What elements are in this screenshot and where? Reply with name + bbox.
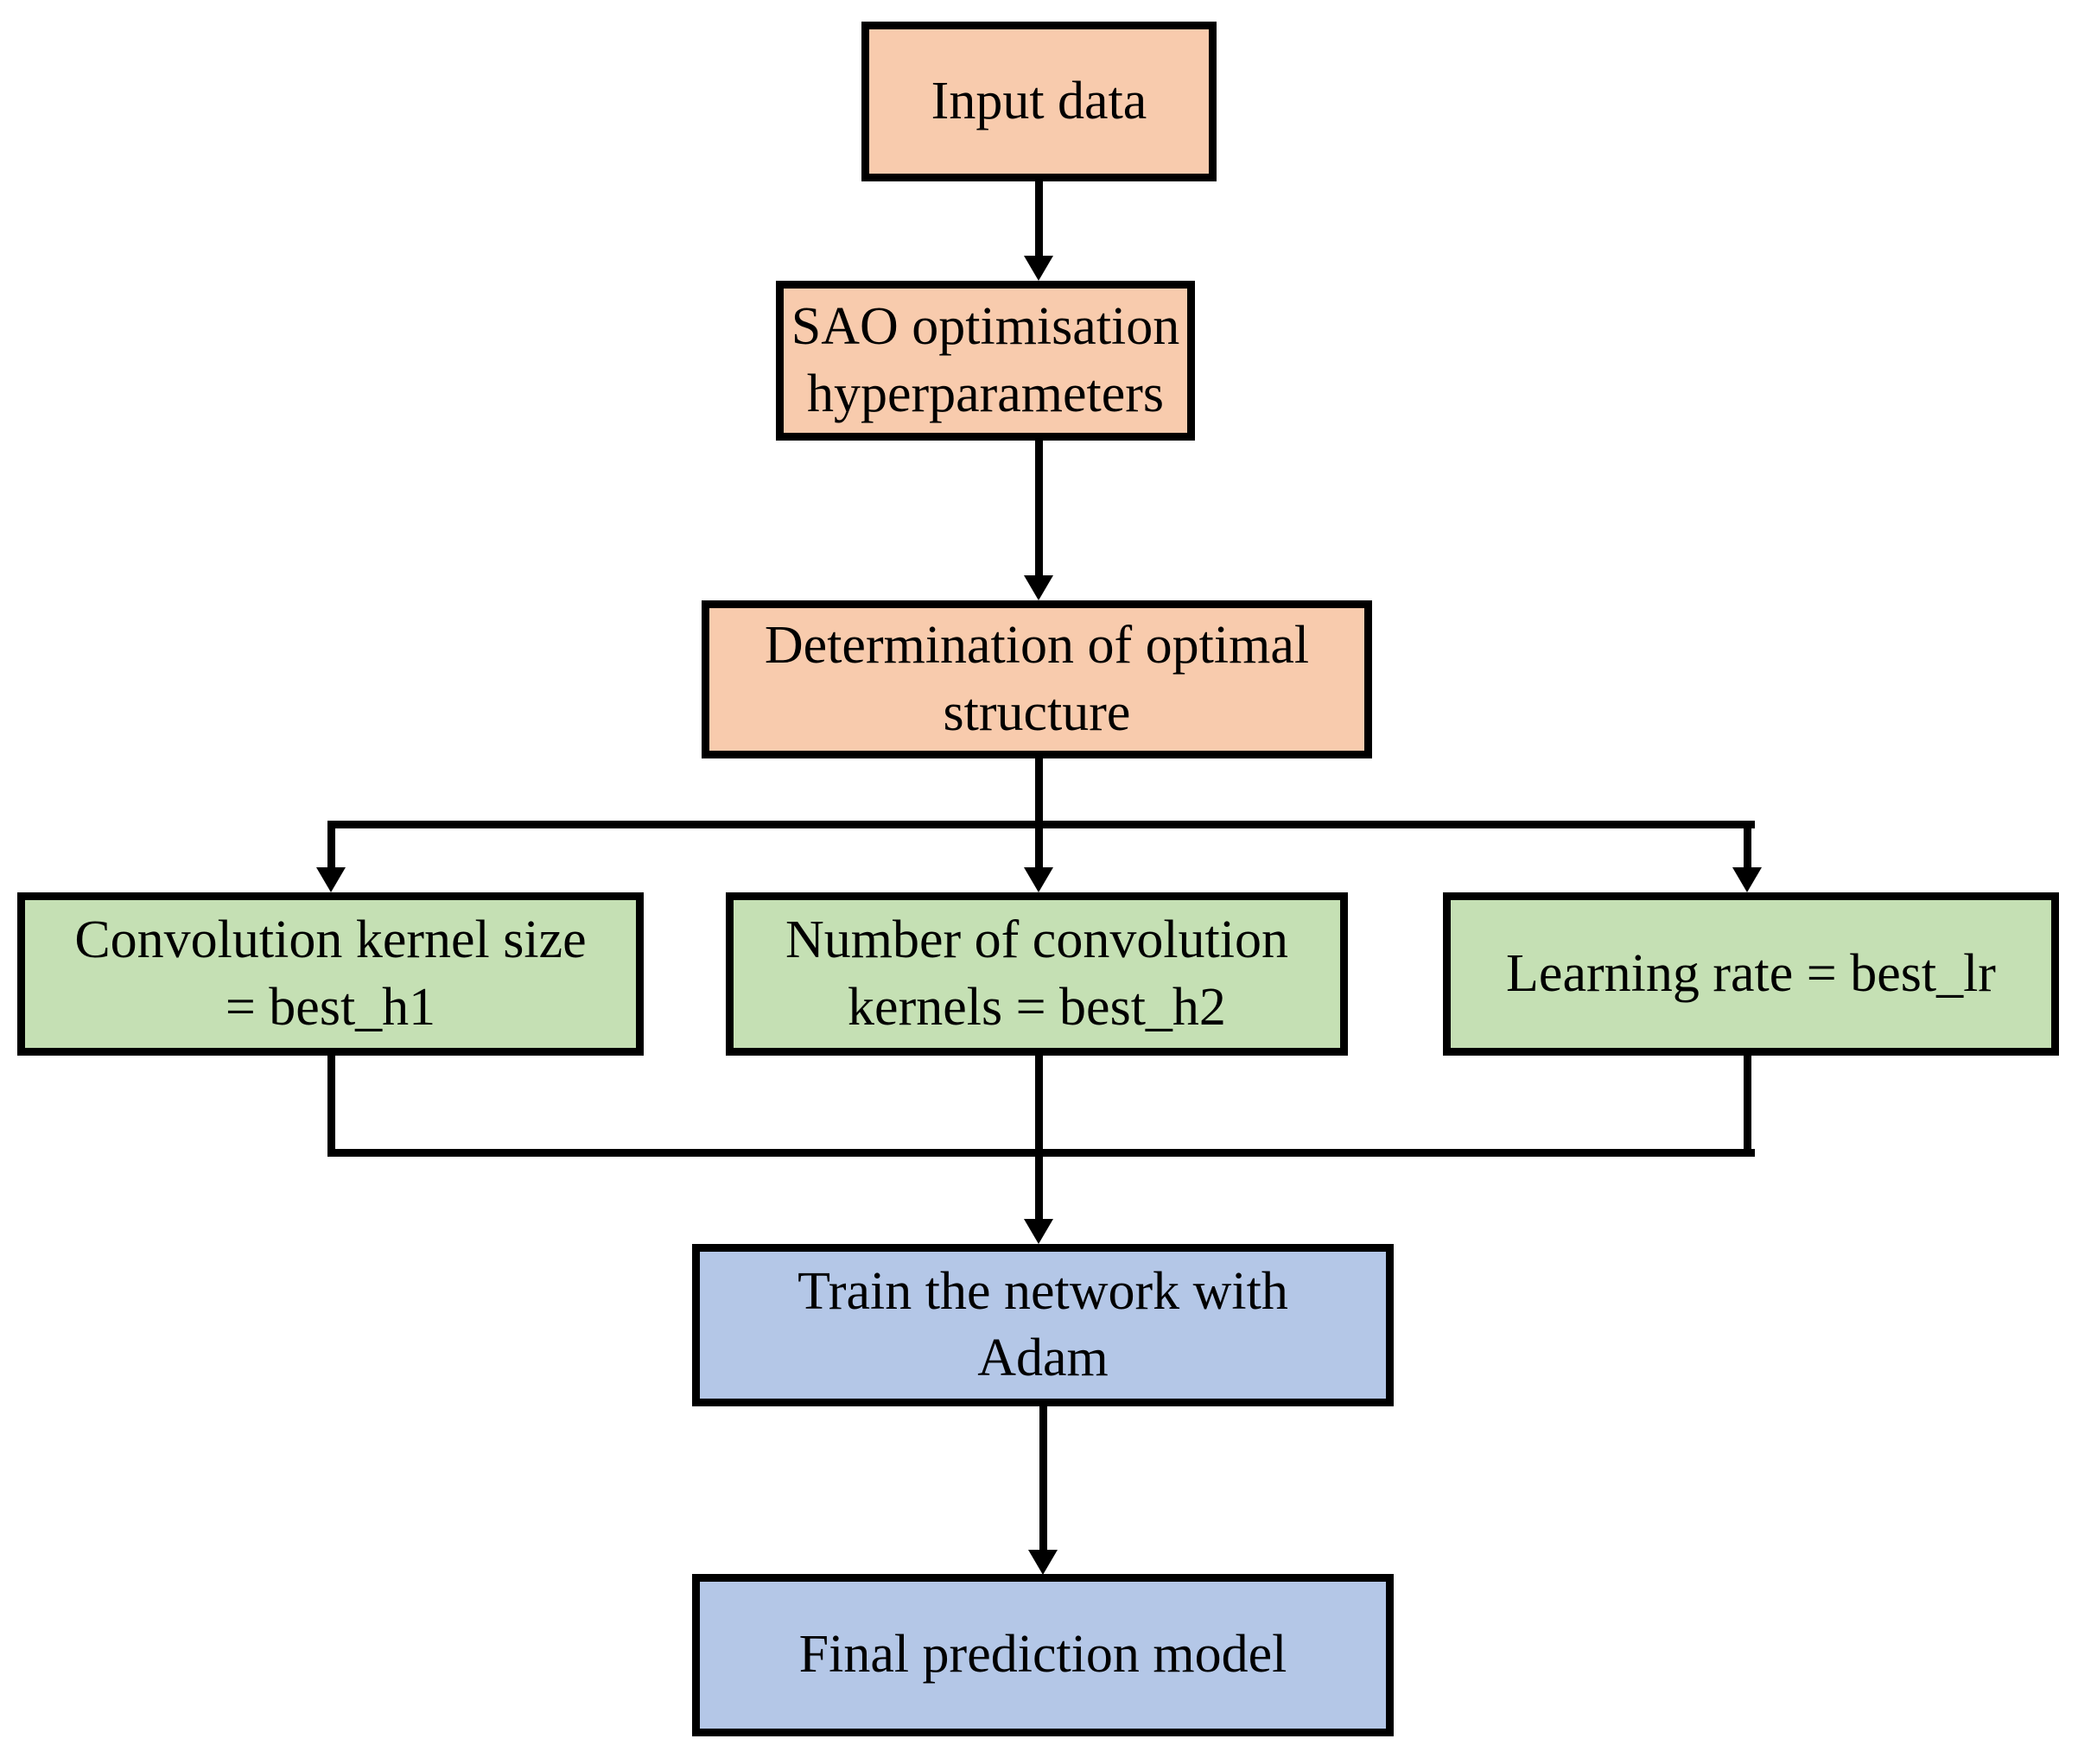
connector-determination-to-branch (1035, 758, 1043, 825)
arrowhead-branch-to-learning-rate (1732, 867, 1762, 892)
arrowhead-input-to-sao (1024, 256, 1053, 281)
connector-branch-to-kernel-number (1035, 821, 1043, 868)
connector-merge-to-train (1035, 1056, 1043, 1220)
connector-branch-to-kernel-size (327, 821, 335, 868)
arrowhead-branch-to-kernel-number (1024, 867, 1053, 892)
node-train-network-with-adam: Train the network with Adam (692, 1244, 1394, 1406)
node-learning-rate: Learning rate = best_lr (1443, 892, 2059, 1056)
arrowhead-sao-to-determination (1024, 575, 1053, 600)
connector-kernel-size-to-merge (327, 1056, 335, 1157)
arrowhead-branch-to-kernel-size (316, 867, 346, 892)
arrowhead-train-to-final (1028, 1550, 1058, 1575)
connector-branch-to-learning-rate (1744, 821, 1751, 868)
connector-sao-to-determination (1035, 441, 1043, 576)
connector-learning-rate-to-merge (1744, 1056, 1751, 1157)
node-number-of-convolution-kernels: Number of convolution kernels = best_h2 (726, 892, 1348, 1056)
node-sao-optimisation-hyperparameters: SAO optimisation hyperparameters (776, 281, 1195, 441)
node-determination-of-optimal-structure: Determination of optimal structure (702, 600, 1372, 758)
node-convolution-kernel-size: Convolution kernel size = best_h1 (17, 892, 644, 1056)
arrowhead-merge-to-train (1024, 1219, 1053, 1244)
node-input-data: Input data (861, 22, 1217, 181)
connector-input-to-sao (1035, 181, 1043, 257)
node-final-prediction-model: Final prediction model (692, 1574, 1394, 1736)
connector-train-to-final (1039, 1406, 1047, 1551)
